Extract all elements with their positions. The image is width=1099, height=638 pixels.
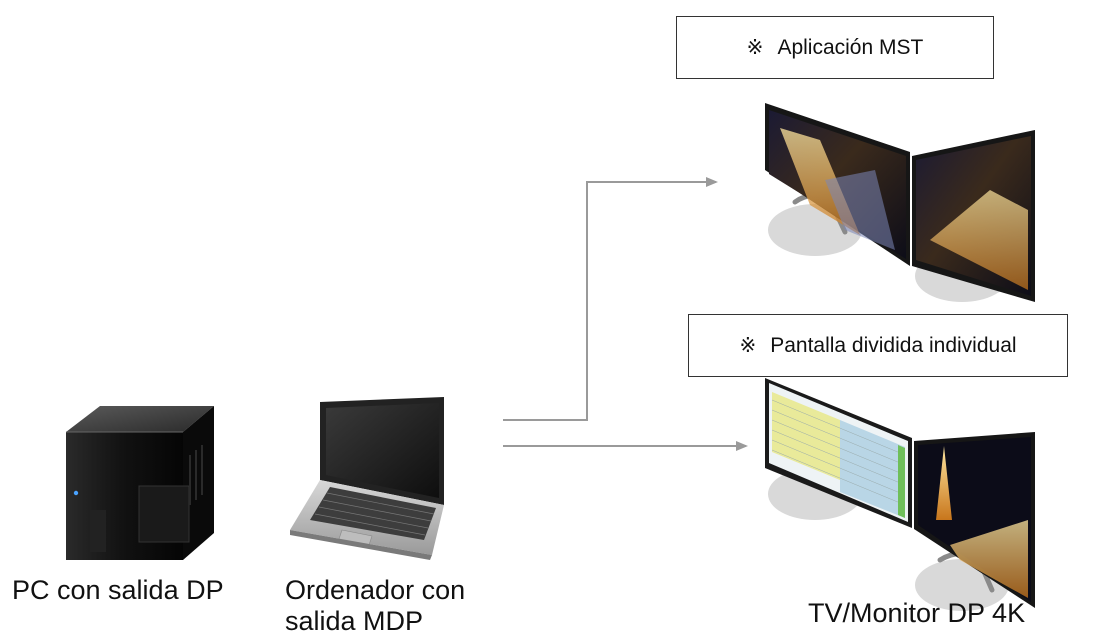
split-screen-label: Pantalla dividida individual (770, 333, 1017, 357)
monitor-caption: TV/Monitor DP 4K (808, 598, 1026, 628)
reference-mark-icon: ※ (739, 335, 757, 357)
split-screen-label-box: ※ Pantalla dividida individual (688, 314, 1068, 377)
pc-caption: PC con salida DP (12, 575, 224, 605)
split-screen-monitors-illustration (765, 378, 1035, 611)
connection-arrows (503, 177, 748, 451)
desktop-pc-illustration (66, 406, 214, 560)
arrow-to-mst (503, 177, 718, 421)
laptop-caption: Ordenador con salida MDP (285, 575, 466, 636)
laptop-illustration (290, 397, 444, 560)
mst-label: Aplicación MST (777, 35, 924, 59)
mst-monitors-illustration (765, 103, 1035, 302)
reference-mark-icon: ※ (746, 37, 764, 59)
mst-label-box: ※ Aplicación MST (676, 16, 994, 79)
